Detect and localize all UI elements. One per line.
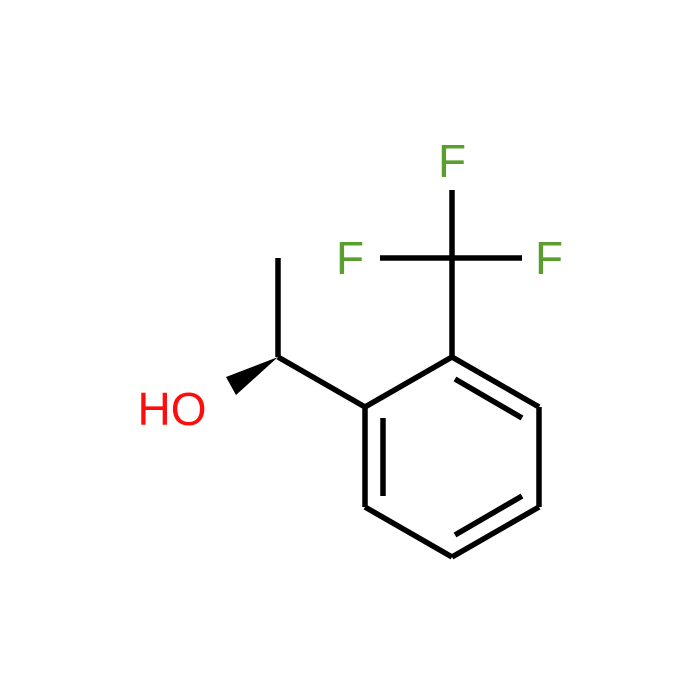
- hydroxyethyl-group: HO: [138, 258, 367, 435]
- fluorine-label-top: F: [438, 135, 466, 187]
- ring-bond-6: [363, 354, 454, 410]
- ring-to-carbinol-bond: [276, 354, 367, 410]
- ring-double-bond-1: [453, 376, 524, 421]
- fluorine-label-left: F: [336, 232, 364, 284]
- fluorine-label-right: F: [535, 232, 563, 284]
- benzene-ring: [362, 354, 542, 560]
- ring-bond-3: [450, 504, 541, 560]
- ring-double-bond-2: [453, 493, 524, 538]
- wedge-bond: [226, 357, 278, 395]
- ring-bond-1: [450, 354, 541, 410]
- trifluoromethyl-group: F F F: [336, 135, 563, 357]
- ring-bond-4: [363, 504, 454, 560]
- hydroxyl-label: HO: [138, 383, 207, 435]
